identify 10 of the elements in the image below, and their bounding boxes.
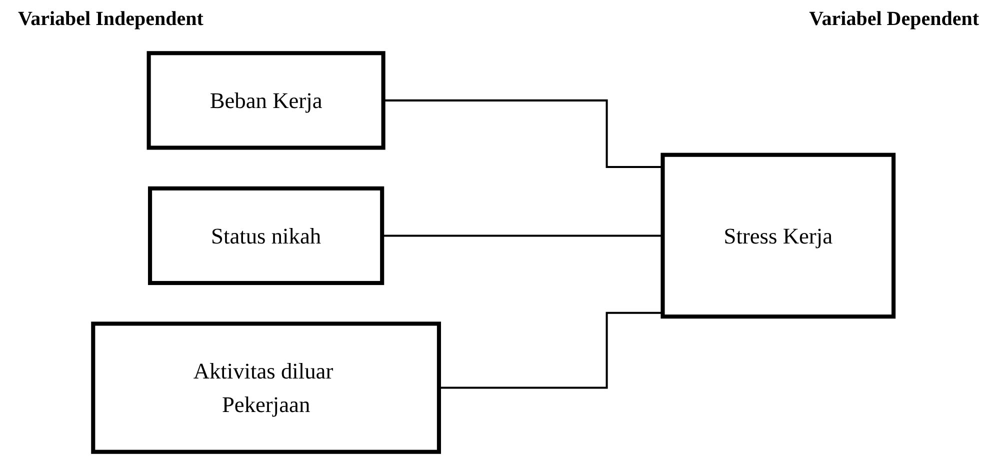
node-box (146, 50, 386, 150)
column-heading: Variabel Independent (18, 8, 204, 32)
flowchart: Beban Kerja Status nikah Aktivitas diluar Pekerjaan Stress Kerja (85, 44, 902, 460)
connector (382, 234, 663, 236)
node-box (148, 186, 384, 285)
node-box (660, 152, 896, 318)
connector (383, 98, 663, 168)
connector (439, 311, 663, 388)
column-heading: Variabel Dependent (809, 8, 979, 32)
node-box (91, 321, 442, 454)
